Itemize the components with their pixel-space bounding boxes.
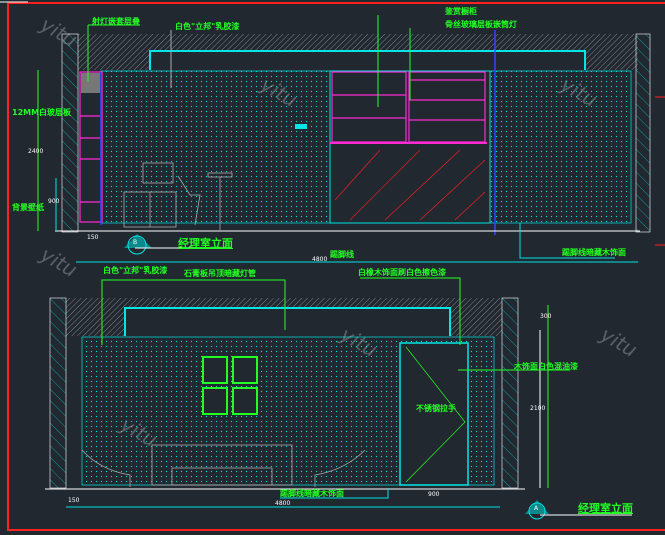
- label-wallpaper: 背景壁纸: [12, 203, 44, 212]
- dim-small-b: 150: [87, 234, 99, 241]
- dim-door-a: 900: [428, 491, 440, 498]
- label-spotlight: 射灯嵌套层叠: [92, 17, 140, 26]
- label-handle: 不锈钢拉手: [416, 404, 456, 413]
- label-skirting-right: 踢脚线暗藏木饰面: [562, 248, 626, 257]
- desk-and-computer: [123, 162, 233, 230]
- label-door-frame: 白橡木饰面刷白色擦色漆: [358, 268, 446, 277]
- label-glass-shelf: 12MM白玻层板: [12, 108, 72, 117]
- label-paint-top-a: 白色"立邦"乳胶漆: [103, 266, 168, 275]
- label-skirting-a: 踢脚线暗藏木饰面: [280, 489, 344, 498]
- elevation-a: [45, 277, 632, 520]
- elevation-a-title: 经理室立面: [578, 502, 633, 515]
- dim-height-b: 2400: [28, 148, 44, 155]
- dim-small-a: 150: [68, 497, 80, 504]
- dim-width-b: 4800: [312, 256, 328, 263]
- label-ceiling-light: 石膏板吊顶暗藏灯管: [184, 269, 256, 278]
- dim-width-a: 4800: [275, 500, 291, 507]
- sheet-border: [7, 2, 665, 531]
- elevation-b-title: 经理室立面: [178, 237, 233, 250]
- label-paint-top-b: 白色"立邦"乳胶漆: [175, 22, 240, 31]
- section-marker-a: A: [534, 505, 539, 512]
- label-glass-light: 骨丝玻璃层板嵌筒灯: [445, 20, 517, 29]
- label-baseboard: 踢脚线: [330, 250, 354, 259]
- label-display-cabinet: 鉴赏橱柜: [445, 7, 477, 16]
- elevation-b: [37, 15, 651, 263]
- dim-height-a: 2100: [530, 405, 546, 412]
- picture-frames: [202, 356, 258, 415]
- dim-top-a: 300: [540, 313, 552, 320]
- section-marker-b: B: [133, 239, 138, 246]
- label-door-panel: 木饰面白色混油漆: [514, 362, 578, 371]
- sofa-set: [81, 444, 366, 487]
- dim-lower-b: 900: [48, 198, 60, 205]
